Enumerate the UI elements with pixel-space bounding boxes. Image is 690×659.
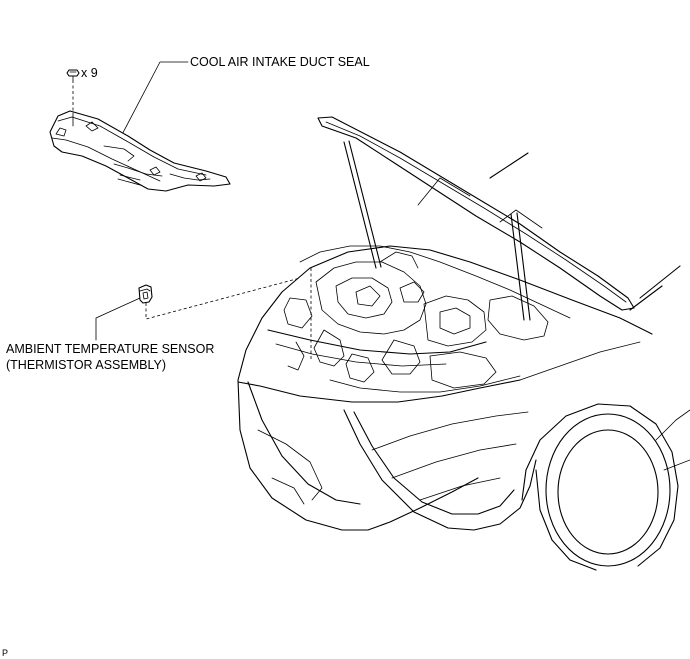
ambient-temperature-sensor xyxy=(138,284,153,304)
sensor-label-line1: AMBIENT TEMPERATURE SENSOR xyxy=(6,342,215,356)
clip-icon xyxy=(66,69,80,81)
figure-code: P xyxy=(2,648,9,658)
vehicle-front xyxy=(237,116,690,571)
cool-air-intake-duct-seal xyxy=(49,110,231,192)
sensor-leader-line xyxy=(95,297,141,341)
seal-leader-line xyxy=(115,61,189,147)
sensor-label-line2: (THERMISTOR ASSEMBLY) xyxy=(6,358,166,372)
clip-quantity-label: x 9 xyxy=(81,66,98,80)
seal-label: COOL AIR INTAKE DUCT SEAL xyxy=(190,55,370,69)
